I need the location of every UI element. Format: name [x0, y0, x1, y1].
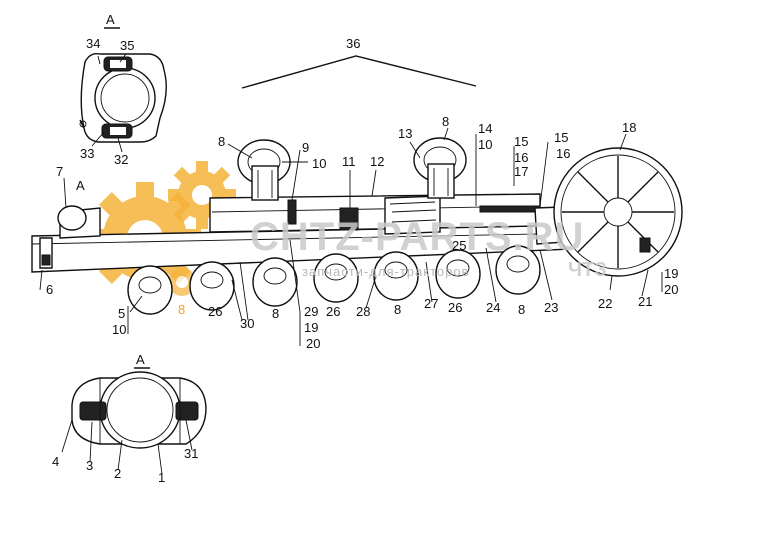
callout-8b: 8 — [442, 114, 449, 129]
callout-4: 4 — [52, 454, 59, 469]
detail-a-bottom — [71, 371, 207, 449]
idler-wheel — [553, 147, 683, 277]
callout-28: 28 — [356, 304, 370, 319]
callout-10a: 10 — [312, 156, 326, 171]
track-rollers — [127, 245, 541, 315]
callout-20b: 20 — [306, 336, 320, 351]
callout-17: 17 — [514, 164, 528, 179]
callout-19a: 19 — [664, 266, 678, 281]
callout-5: 5 — [118, 306, 125, 321]
callout-25: 25 — [452, 238, 466, 253]
callout-9: 9 — [302, 140, 309, 155]
section-mark-underlines — [104, 27, 150, 369]
roller-3 — [252, 257, 298, 307]
callout-8c: 8 — [178, 302, 185, 317]
watermark-gear-bottom — [168, 268, 196, 296]
callout-3: 3 — [86, 458, 93, 473]
callout-8d: 8 — [272, 306, 279, 321]
callout-14: 14 — [478, 121, 492, 136]
callout-19b: 19 — [304, 320, 318, 335]
leader-lines — [39, 53, 663, 475]
callout-22: 22 — [598, 296, 612, 311]
callout-27: 27 — [424, 296, 438, 311]
callout-21: 21 — [638, 294, 652, 309]
callout-34: 34 — [86, 36, 100, 51]
callout-29: 29 — [304, 304, 318, 319]
callout-32: 32 — [114, 152, 128, 167]
section-mark-a-top: A — [106, 12, 115, 27]
watermark-sub: запчасти-для-тракторов — [302, 264, 469, 279]
callout-24: 24 — [486, 300, 500, 315]
callout-10b: 10 — [478, 137, 492, 152]
callout-15a: 15 — [514, 134, 528, 149]
callout-20a: 20 — [664, 282, 678, 297]
callout-33: 33 — [80, 146, 94, 161]
callout-35: 35 — [120, 38, 134, 53]
watermark-main: CHTZ-PARTS.RU — [250, 215, 584, 259]
callout-8e: 8 — [394, 302, 401, 317]
roller-7 — [495, 245, 541, 295]
callout-11: 11 — [342, 154, 356, 169]
callout-2: 2 — [114, 466, 121, 481]
callout-23: 23 — [544, 300, 558, 315]
callout-15b: 15 — [554, 130, 568, 145]
roller-6 — [435, 249, 481, 299]
callout-6: 6 — [46, 282, 53, 297]
callout-7: 7 — [56, 164, 63, 179]
callout-26c: 26 — [448, 300, 462, 315]
carrier-roller-left — [237, 139, 291, 201]
roller-2 — [189, 261, 235, 311]
callout-8a: 8 — [218, 134, 225, 149]
section-mark-a-mid: A — [76, 178, 85, 193]
callout-26a: 26 — [208, 304, 222, 319]
callout-10c: 10 — [112, 322, 126, 337]
roller-5 — [373, 251, 419, 301]
section-mark-a-bottom: A — [136, 352, 145, 367]
callouts: 34 35 33 32 7 8 9 10 11 12 13 8 14 10 15… — [46, 36, 678, 485]
callout-26b: 26 — [326, 304, 340, 319]
callout-30: 30 — [240, 316, 254, 331]
callout-18: 18 — [622, 120, 636, 135]
roller-4 — [313, 253, 359, 303]
callout-36: 36 — [346, 36, 360, 51]
callout-1: 1 — [158, 470, 165, 485]
callout-31: 31 — [184, 446, 198, 461]
watermark-brand: ЧТЗ — [568, 259, 607, 281]
callout-12: 12 — [370, 154, 384, 169]
roller-1 — [127, 265, 173, 315]
callout-13: 13 — [398, 126, 412, 141]
callout-16b: 16 — [556, 146, 570, 161]
carrier-roller-right — [413, 137, 467, 199]
callout-8f: 8 — [518, 302, 525, 317]
detail-a-top — [79, 52, 167, 143]
callout-16a: 16 — [514, 150, 528, 165]
assembly-bracket — [241, 55, 477, 89]
